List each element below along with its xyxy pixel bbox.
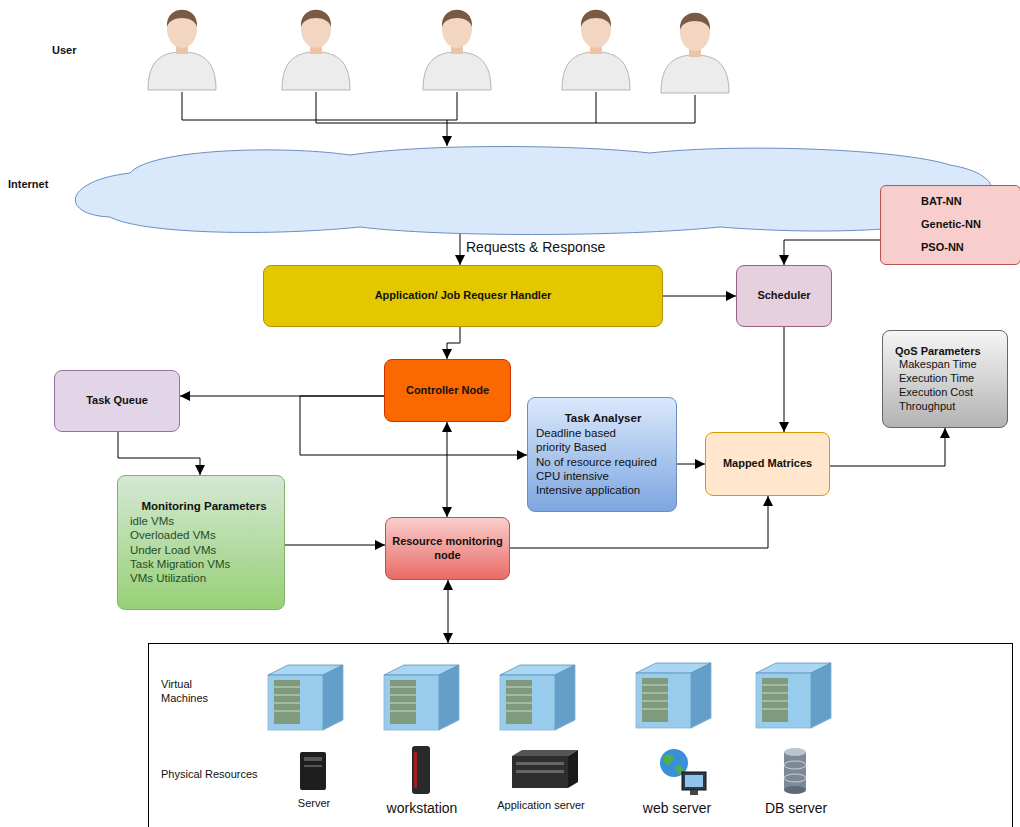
node-text: Under Load VMs [130,543,278,557]
connector [448,580,449,643]
node-text: Internet [8,178,48,192]
connector [784,327,785,432]
queue-box: Task Queue [54,370,180,432]
analyser-box: Task AnalyserDeadline basedpriority Base… [527,397,677,512]
node-text: Overloaded VMs [130,528,278,542]
node-text: web server [643,800,711,818]
node-text: priority Based [536,440,670,454]
node-text: Deadline based [536,426,670,440]
node-text: Task Queue [61,394,173,408]
node-text: DB server [765,800,827,818]
node-text: Physical Resources [161,768,258,782]
connector [830,428,945,466]
node-text: No of resource required [536,455,670,469]
connector [677,464,705,465]
node-text: BAT-NN [921,195,1014,209]
node-text: Intensive application [536,483,670,497]
node-text: Task Analyser [536,411,670,425]
controller-box: Controller Node [384,359,511,422]
connector [663,296,736,297]
node-text: Application/ Job Requesr Handler [274,289,652,303]
text-label: User [52,44,76,58]
node-text: Scheduler [743,289,825,303]
node-text: QoS Parameters [895,345,1001,359]
scheduler-box: Scheduler [736,265,832,327]
matrix-box: Mapped Matrices [705,432,830,496]
node-text: Execution Cost [895,386,1001,400]
node-text: workstation [387,800,458,818]
node-text: Mapped Matrices [712,457,823,471]
node-text: Genetic-NN [921,218,1014,232]
connector [447,327,460,359]
node-text: Throughput [895,400,1001,414]
node-text: Monitoring Parameters [130,499,278,513]
cloud-shape: Internet [0,145,1005,237]
connector [784,240,880,265]
node-text: Makespan Time [895,358,1001,372]
node-text: Controller Node [391,384,504,398]
node-text: Resource monitoring node [392,535,503,563]
cloud-outline-path [75,147,992,235]
connector [285,545,385,546]
node-text: Application server [497,799,584,813]
edge-label: Requests & Response [466,239,605,257]
node-text: Execution Time [895,372,1001,386]
node-text: VMs Utilization [130,571,278,585]
node-text: Virtual Machines [161,678,223,706]
node-text: Server [298,797,330,811]
model-box: BAT-NN Genetic-NN PSO-NN [880,185,1020,265]
connector [460,233,461,265]
resource-panel: Virtual MachinesPhysical ResourcesServer… [148,643,1013,827]
cloud-outline [0,145,1005,237]
connector [118,432,200,475]
handler-box: Application/ Job Requesr Handler [263,265,663,327]
node-text: Task Migration VMs [130,557,278,571]
monitor-node-box: Resource monitoring node [385,517,510,580]
node-text: PSO-NN [921,241,1014,255]
connector [447,422,448,517]
node-text: idle VMs [130,514,278,528]
qos-box: QoS ParametersMakespan TimeExecution Tim… [882,330,1008,428]
monitor-params-box: Monitoring Parametersidle VMsOverloaded … [117,475,285,610]
node-text: CPU intensive [536,469,670,483]
